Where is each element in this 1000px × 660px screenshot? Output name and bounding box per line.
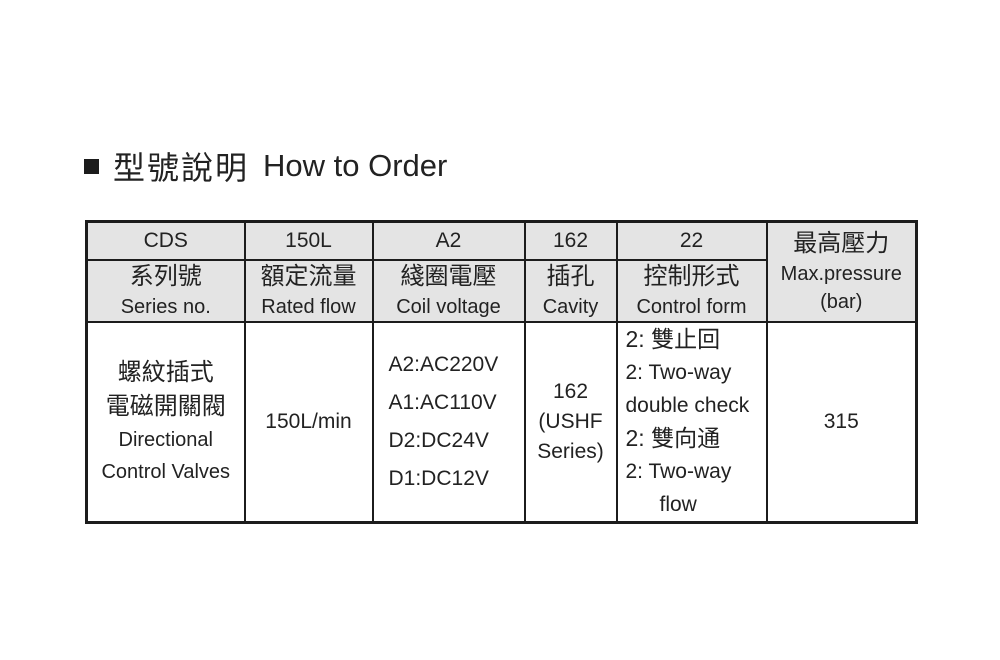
how-to-order-table: CDS 150L A2 162 22 最高壓力 Max.pressure (ba… <box>85 220 918 524</box>
header-code-voltage: A2 <box>371 220 526 261</box>
control-form-line: 2: 雙止回 <box>625 326 721 352</box>
header-label-voltage: 綫圈電壓 Coil voltage <box>371 259 526 323</box>
cavity-line: (USHF <box>538 410 603 433</box>
control-form-line: double check <box>625 394 750 417</box>
voltage-option: A2:AC220V <box>388 353 499 376</box>
control-form-line: flow <box>659 493 697 516</box>
section-bullet-icon <box>84 158 99 174</box>
max-pressure-label-en: Max.pressure <box>780 263 902 285</box>
cavity-line: 162 <box>552 380 589 403</box>
control-form-line: 2: 雙向通 <box>625 425 721 451</box>
cell-control-form: 2: 雙止回 2: Two-way double check 2: 雙向通 2:… <box>615 321 768 524</box>
voltage-label-en: Coil voltage <box>396 296 501 318</box>
header-label-row: 系列號 Series no. 額定流量 Rated flow 綫圈電壓 Coil… <box>85 259 917 323</box>
voltage-option: D2:DC24V <box>388 429 489 452</box>
voltage-option: A1:AC110V <box>388 391 497 414</box>
header-code-cavity: 162 <box>523 220 618 261</box>
voltage-label-zh: 綫圈電壓 <box>400 263 497 290</box>
max-pressure-label-unit: (bar) <box>820 291 863 313</box>
max-pressure-label-zh: 最高壓力 <box>793 230 890 257</box>
cell-max-pressure-value: 315 <box>765 321 918 524</box>
header-label-cavity: 插孔 Cavity <box>523 259 618 323</box>
header-code-control: 22 <box>615 220 768 261</box>
cell-coil-voltage: A2:AC220V A1:AC110V D2:DC24V D1:DC12V <box>371 321 526 524</box>
header-code-row: CDS 150L A2 162 22 最高壓力 Max.pressure (ba… <box>85 220 918 323</box>
series-line: 螺紋插式 <box>117 359 214 386</box>
series-line: Control Valves <box>101 461 231 483</box>
flow-label-zh: 額定流量 <box>260 263 357 290</box>
cell-cavity: 162 (USHF Series) <box>523 321 618 524</box>
cavity-line: Series) <box>537 440 604 463</box>
table-row: 螺紋插式 電磁開關閥 Directional Control Valves 15… <box>85 321 918 524</box>
voltage-option: D1:DC12V <box>388 467 489 490</box>
series-label-zh: 系列號 <box>129 263 202 290</box>
cell-rated-flow: 150L/min <box>243 321 374 524</box>
header-max-pressure: 最高壓力 Max.pressure (bar) <box>765 220 918 323</box>
series-label-en: Series no. <box>120 296 211 318</box>
series-line: 電磁開關閥 <box>105 393 226 420</box>
control-label-en: Control form <box>636 296 747 318</box>
section-title-en: How to Order <box>263 148 448 183</box>
flow-label-en: Rated flow <box>261 296 356 318</box>
cell-series-description: 螺紋插式 電磁開關閥 Directional Control Valves <box>85 321 246 524</box>
header-code-flow: 150L <box>243 220 374 261</box>
cavity-label-en: Cavity <box>542 296 599 318</box>
control-form-line: 2: Two-way <box>625 460 732 483</box>
section-title: 型號說明 How to Order <box>84 143 447 189</box>
header-code-series: CDS <box>85 220 246 261</box>
header-label-flow: 額定流量 Rated flow <box>243 259 374 323</box>
control-form-line: 2: Two-way <box>625 361 732 384</box>
control-label-zh: 控制形式 <box>643 263 740 290</box>
series-line: Directional <box>118 429 213 451</box>
header-label-control: 控制形式 Control form <box>615 259 768 323</box>
section-title-zh: 型號說明 <box>113 150 250 186</box>
cavity-label-zh: 插孔 <box>546 263 595 290</box>
header-label-series: 系列號 Series no. <box>85 259 246 323</box>
